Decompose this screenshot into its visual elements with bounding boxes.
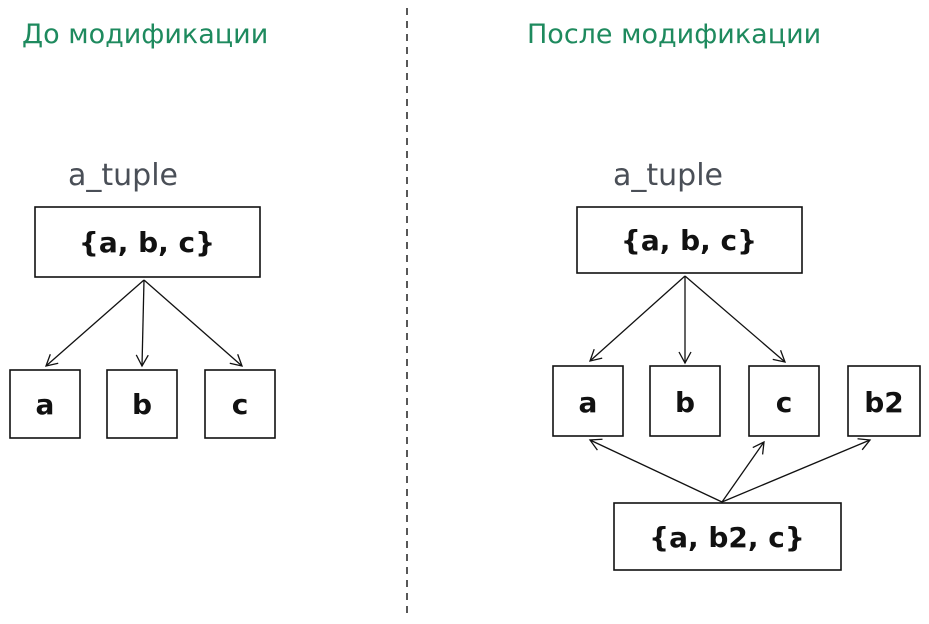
left-tuple-label: a_tuple bbox=[68, 158, 178, 193]
right-new-tuple-box-text: {a, b2, c} bbox=[649, 521, 805, 554]
right-element-c-text: c bbox=[776, 386, 793, 419]
right-element-c-box bbox=[748, 365, 820, 437]
right-new-arrow-to-a bbox=[588, 438, 723, 503]
left-element-a-box bbox=[9, 369, 81, 439]
left-element-b-text: b bbox=[132, 388, 152, 421]
left-arrow-to-a bbox=[44, 279, 145, 367]
right-tuple-label: a_tuple bbox=[613, 158, 723, 193]
right-element-b2-box bbox=[847, 365, 921, 437]
left-tuple-box bbox=[34, 206, 261, 278]
right-tuple-box bbox=[576, 206, 803, 274]
left-element-c-text: c bbox=[232, 388, 249, 421]
right-new-arrow-to-b2 bbox=[721, 438, 872, 503]
left-heading: До модификации bbox=[22, 19, 268, 50]
right-arrow-to-c bbox=[684, 275, 787, 363]
left-arrow-to-c bbox=[143, 279, 244, 367]
left-panel: До модификации a_tuple {a, b, c} a b c bbox=[9, 19, 276, 439]
right-element-b-text: b bbox=[675, 386, 695, 419]
right-tuple-box-text: {a, b, c} bbox=[621, 224, 757, 257]
right-element-b2-text: b2 bbox=[864, 386, 904, 419]
right-element-a-box bbox=[552, 365, 624, 437]
left-element-c-box bbox=[204, 369, 276, 439]
left-tuple-box-text: {a, b, c} bbox=[79, 226, 215, 259]
right-panel: После модификации a_tuple {a, b, c} a b … bbox=[527, 19, 921, 571]
right-new-tuple-box bbox=[613, 502, 842, 571]
right-element-a-text: a bbox=[579, 386, 598, 419]
right-new-arrow-to-c bbox=[721, 440, 765, 503]
left-element-a-text: a bbox=[36, 388, 55, 421]
right-arrow-to-a bbox=[588, 275, 686, 362]
left-arrow-to-b bbox=[135, 279, 149, 368]
left-element-b-box bbox=[106, 369, 178, 439]
right-heading: После модификации bbox=[527, 19, 821, 50]
right-element-b-box bbox=[649, 365, 721, 437]
